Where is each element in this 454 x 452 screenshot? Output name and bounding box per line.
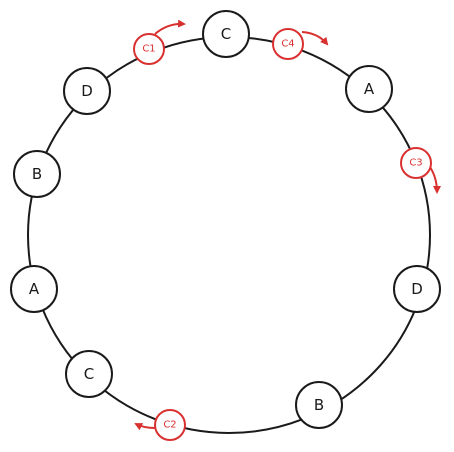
client-c2[interactable]: C2 <box>134 409 186 441</box>
node-c-top[interactable]: C <box>202 10 250 58</box>
client-c3-arrow <box>429 166 441 194</box>
node-label: B <box>32 165 42 183</box>
node-label: D <box>81 82 93 100</box>
node-label: D <box>411 280 423 298</box>
client-c4-arrow <box>301 31 329 46</box>
client-c1-arrow <box>154 19 186 35</box>
node-label: A <box>29 280 40 298</box>
client-c4[interactable]: C4 <box>272 28 329 60</box>
node-label: C <box>221 25 231 43</box>
node-b-left[interactable]: B <box>13 150 61 198</box>
node-label: B <box>314 396 324 414</box>
node-c-bottom-left[interactable]: C <box>65 350 113 398</box>
node-d-right[interactable]: D <box>393 265 441 313</box>
client-c1[interactable]: C1 <box>133 19 186 65</box>
client-label: C2 <box>163 420 176 431</box>
client-label: C3 <box>409 158 422 169</box>
node-b-bottom-right[interactable]: B <box>295 381 343 429</box>
client-label: C1 <box>142 44 155 55</box>
client-c2-arrow <box>134 423 156 431</box>
node-a-upper-right[interactable]: A <box>345 65 393 113</box>
client-c3[interactable]: C3 <box>400 147 441 194</box>
node-label: C <box>84 365 94 383</box>
node-d-upper-left[interactable]: D <box>63 67 111 115</box>
node-a-left[interactable]: A <box>10 265 58 313</box>
client-label: C4 <box>281 39 294 50</box>
node-label: A <box>364 80 375 98</box>
